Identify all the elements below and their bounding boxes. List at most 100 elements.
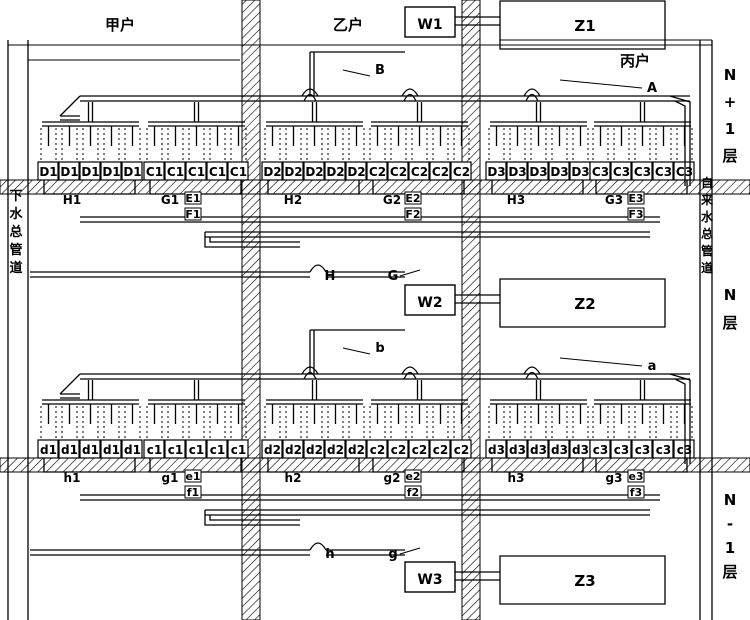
fixture-label-d3-5: D3 (571, 165, 589, 179)
fixture-d2-4 (324, 161, 346, 181)
fixture-label-c1-1: c1 (147, 443, 162, 457)
fixture-c1-2 (164, 161, 186, 181)
fixture-label-c1-2: c1 (168, 443, 183, 457)
floor-upper-char-2: 1 (725, 120, 735, 138)
floor-mid-char-1: 层 (722, 314, 737, 332)
fixture-c3-4 (652, 439, 674, 459)
fixture-label-d1-5: d1 (124, 443, 141, 457)
floor-lower-char-3: 层 (722, 563, 737, 581)
label-g: g (388, 547, 397, 562)
label-z1: Z1 (574, 17, 595, 35)
fixture-c2-1 (366, 161, 388, 181)
valve-f-1 (184, 485, 202, 499)
fixture-d1-3 (79, 161, 101, 181)
floor-upper-char-0: N (724, 66, 737, 84)
fixture-label-d1-4: D1 (102, 165, 120, 179)
fixture-label-c2-1: c2 (370, 443, 385, 457)
fixture-label-c2-2: C2 (390, 165, 407, 179)
label-b: b (375, 341, 384, 356)
fixture-label-d2-4: d2 (327, 443, 344, 457)
drain-bracket (491, 180, 584, 195)
label-g2: g2 (384, 471, 401, 485)
label-f2: f2 (407, 486, 419, 499)
fixture-label-c2-1: C2 (369, 165, 386, 179)
fixture-label-c1-2: C1 (167, 165, 184, 179)
fixture-label-d2-3: D2 (305, 165, 323, 179)
fixture-d3-4 (548, 161, 570, 181)
crossover-loop (525, 93, 539, 102)
fixture-c3-1 (589, 161, 611, 181)
fixture-label-c1-5: C1 (230, 165, 247, 179)
right-side-char-0: 自 (701, 175, 713, 190)
label-B: B (375, 63, 385, 78)
fixture-label-c2-5: C2 (453, 165, 470, 179)
left-side-char-4: 道 (9, 260, 22, 276)
leader-b (342, 347, 371, 355)
fixture-d1-2 (58, 439, 80, 459)
fixture-label-d2-2: d2 (285, 443, 302, 457)
supply-right-drop (669, 95, 691, 186)
crossover-loop (525, 371, 539, 380)
fixture-c2-5 (450, 161, 472, 181)
household-label-1: 甲户 (105, 16, 135, 34)
fixture-d2-5 (345, 439, 367, 459)
fixture-label-c1-4: C1 (209, 165, 226, 179)
supply-right-drop (669, 373, 691, 464)
tank-w2 (404, 284, 456, 316)
floor-lower-char-2: 1 (725, 539, 735, 557)
fixture-label-c1-3: C1 (188, 165, 205, 179)
left-side-char-1: 水 (9, 206, 23, 222)
label-h3: h3 (508, 471, 525, 485)
supply-bend (59, 95, 81, 117)
label-f1: f1 (187, 486, 199, 499)
drain-bracket (267, 180, 360, 195)
label-w2: W2 (417, 295, 442, 311)
supply-right-drop (674, 100, 686, 186)
floor-lower-char-1: - (727, 515, 733, 533)
fixture-label-d2-5: d2 (348, 443, 365, 457)
leader-G (399, 269, 421, 277)
label-e2: e2 (405, 470, 420, 483)
leader-B (342, 69, 371, 77)
valve-f-3 (627, 485, 645, 499)
fixture-c2-3 (408, 161, 430, 181)
fixture-c3-5 (673, 161, 695, 181)
fixture-label-c1-3: c1 (189, 443, 204, 457)
fixture-label-d3-1: d3 (488, 443, 505, 457)
fixture-label-c3-5: c3 (677, 443, 692, 457)
crossover-loop (403, 371, 417, 380)
crossover-loop (309, 264, 327, 273)
fixture-c1-3 (185, 439, 207, 459)
tank-w3 (404, 561, 456, 593)
fixture-d2-4 (324, 439, 346, 459)
label-E1: E1 (185, 192, 200, 205)
fixture-label-d2-3: d2 (306, 443, 323, 457)
fixture-label-d1-3: d1 (82, 443, 99, 457)
crossover-loop (309, 542, 327, 551)
label-G: G (388, 269, 399, 284)
fixture-label-c3-4: c3 (656, 443, 671, 457)
valve-f-2 (404, 207, 422, 221)
left-side-char-2: 总 (9, 224, 22, 240)
fixture-c1-4 (206, 439, 228, 459)
valve-f-1 (184, 207, 202, 221)
fixture-d2-5 (345, 161, 367, 181)
pipe-network (30, 51, 695, 556)
fixture-label-d2-4: D2 (326, 165, 344, 179)
fixture-c3-3 (631, 161, 653, 181)
right-side-char-1: 来 (700, 192, 714, 207)
label-H2: H2 (284, 193, 302, 207)
fixture-d3-3 (527, 161, 549, 181)
fixture-label-c2-3: c2 (412, 443, 427, 457)
fixture-d1-5 (121, 161, 143, 181)
fixture-c1-5 (227, 161, 249, 181)
drain-run (204, 510, 300, 526)
label-f3: f3 (630, 486, 642, 499)
fixture-d2-2 (282, 161, 304, 181)
fixture-label-d1-4: d1 (103, 443, 120, 457)
fixture-label-d2-1: d2 (264, 443, 281, 457)
label-h: h (325, 547, 334, 562)
